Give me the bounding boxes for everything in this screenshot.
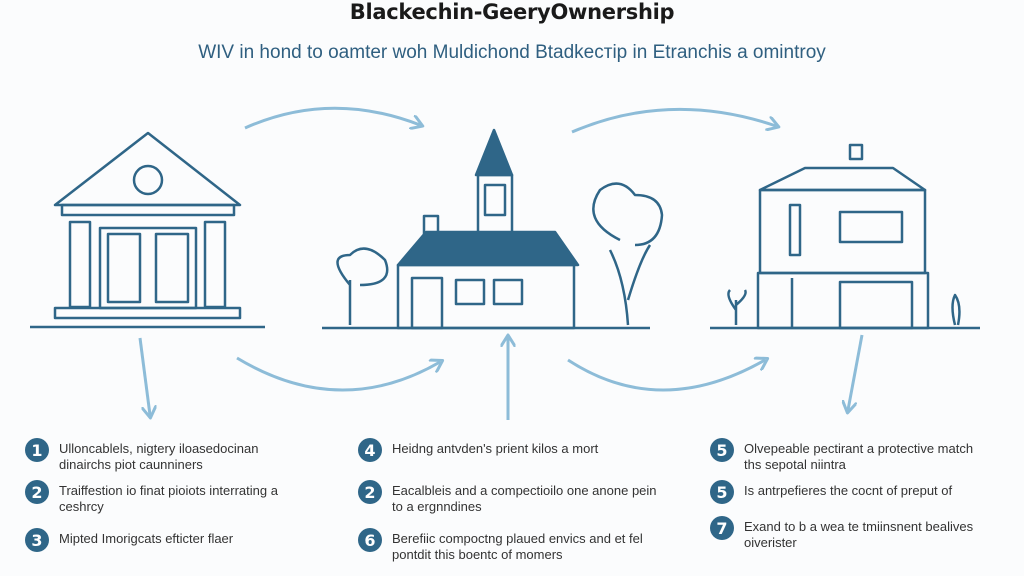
step-badge: 3 [25,528,49,552]
arrow-bottom-right [567,360,765,392]
step-text: Exand to b a wea te tmiinsnent bealives … [744,519,974,550]
step-text: Olvepeable pectirant a protective match … [744,441,974,472]
arrow-down-left [138,337,150,415]
page-title: Blackechin-GeeryOwnership [349,0,675,24]
list-item: 7 Exand to b a wea te tmiinsnent bealives… [710,516,1010,551]
step-badge: 6 [358,528,382,552]
step-text: Eacalbleis and a compectioilo one anone … [392,483,657,514]
list-item: 4 Heidng antvden's prient kilos a mort [358,438,658,462]
list-item: 2 Eacalbleis and a compectioilo one anone… [358,480,658,515]
step-text: Ulloncablels, nigtery iloasedocinan dina… [59,441,259,472]
step-text: Heidng antvden's prient kilos a mort [392,441,599,456]
step-text: Mipted Imorigcats efticter flaer [59,531,234,546]
step-badge: 5 [710,438,734,462]
step-badge: 1 [25,438,49,462]
bank-building-icon [30,131,265,329]
step-badge: 2 [358,480,382,504]
step-badge: 7 [710,516,734,540]
step-text: Berefiic compoctng plaued envics and et … [392,531,643,562]
step-text: Is antrpefieres the cocnt of preput of [744,483,953,498]
list-item: 5 Olvepeable pectirant a protective match… [710,438,1010,473]
modern-building-icon [710,143,980,330]
church-house-icon [322,128,664,330]
list-item: 1 Ulloncablels, nigtery iloasedocinan din… [25,438,325,473]
step-badge: 4 [358,438,382,462]
step-badge: 2 [25,480,49,504]
arrow-top-right [571,107,776,134]
list-item: 2 Traiffestion io finat pioiots interrati… [25,480,325,515]
list-item: 3 Mipted Imorigcats efticter flaer [25,528,325,552]
arrow-down-right [848,334,864,410]
list-item: 6 Berefiic compoctng plaued envics and et… [358,528,658,563]
step-badge: 5 [710,480,734,504]
flow-arrows [138,106,864,420]
subtitle: WIV in hond to oamter woh Muldichond Bta… [198,42,826,63]
arrow-top-left [244,106,420,128]
step-text: Traiffestion io finat pioiots interratin… [59,483,278,514]
arrow-bottom-left [236,356,440,392]
list-item: 5 Is antrpefieres the cocnt of preput of [710,480,1010,504]
